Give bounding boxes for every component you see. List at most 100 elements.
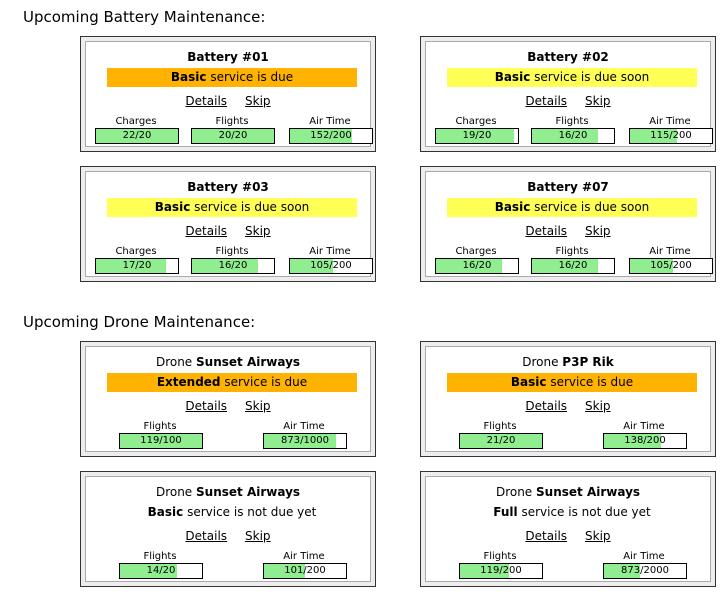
- progress-meter: 17/20: [95, 258, 179, 274]
- details-link[interactable]: Details: [185, 399, 228, 413]
- progress-meter: 873/2000: [603, 563, 687, 579]
- meter-label-air-time: Air Time: [283, 551, 325, 562]
- meter-fill: [604, 434, 661, 448]
- meter-label-charges: Charges: [115, 246, 157, 257]
- details-link[interactable]: Details: [185, 94, 228, 108]
- progress-meter: 16/20: [531, 128, 615, 144]
- meter-value: 873/1000: [281, 435, 329, 446]
- card-title: Battery #07: [426, 180, 710, 194]
- meter-label-flights: Flights: [555, 246, 589, 257]
- progress-meter: 119/200: [459, 563, 543, 579]
- title-prefix: Drone: [522, 355, 563, 369]
- progress-meter: 105/200: [629, 258, 713, 274]
- service-level: Basic: [494, 200, 531, 214]
- skip-link[interactable]: Skip: [245, 529, 271, 543]
- service-level: Extended: [156, 375, 221, 389]
- drone-name: Sunset Airways: [196, 485, 301, 499]
- status-text: service is not due yet: [183, 505, 317, 519]
- meter-value: 105/200: [310, 260, 352, 271]
- meter-fill: [264, 434, 336, 448]
- meter-value: 873/2000: [621, 565, 669, 576]
- meter-value: 16/20: [558, 130, 588, 141]
- details-link[interactable]: Details: [185, 224, 228, 238]
- meter-label-flights: Flights: [215, 116, 249, 127]
- progress-meter: 119/100: [119, 433, 203, 449]
- status-banner: Basic service is not due yet: [107, 503, 357, 522]
- card-links: Details Skip: [86, 94, 370, 108]
- meter-fill: [192, 259, 258, 273]
- status-banner: Basic service is due: [107, 68, 357, 87]
- battery-name: Battery #07: [527, 180, 609, 194]
- battery-name: Battery #01: [187, 50, 269, 64]
- skip-link[interactable]: Skip: [585, 529, 611, 543]
- meter-label-flights: Flights: [483, 551, 517, 562]
- progress-meter: 21/20: [459, 433, 543, 449]
- skip-link[interactable]: Skip: [245, 94, 271, 108]
- progress-meter: 22/20: [95, 128, 179, 144]
- progress-meter: 101/200: [263, 563, 347, 579]
- skip-link[interactable]: Skip: [245, 399, 271, 413]
- card-links: Details Skip: [86, 399, 370, 413]
- meter-label-flights: Flights: [215, 246, 249, 257]
- meter-label-air-time: Air Time: [309, 246, 351, 257]
- battery-name: Battery #02: [527, 50, 609, 64]
- title-prefix: Drone: [155, 355, 197, 369]
- status-text: service is due: [546, 375, 634, 389]
- meter-label-air-time: Air Time: [649, 116, 691, 127]
- skip-link[interactable]: Skip: [585, 94, 611, 108]
- card-title: Battery #02: [426, 50, 710, 64]
- details-link[interactable]: Details: [525, 224, 568, 238]
- details-link[interactable]: Details: [185, 529, 228, 543]
- card-links: Details Skip: [426, 224, 710, 238]
- progress-meter: 873/1000: [263, 433, 347, 449]
- meter-fill: [630, 129, 678, 143]
- drone-section-title: Upcoming Drone Maintenance:: [23, 313, 256, 331]
- meter-value: 119/100: [140, 435, 182, 446]
- status-text: service is due: [220, 375, 308, 389]
- meter-value: 20/20: [218, 130, 248, 141]
- meter-label-air-time: Air Time: [649, 246, 691, 257]
- card-links: Details Skip: [426, 529, 710, 543]
- card-title: Drone Sunset Airways: [426, 485, 710, 499]
- status-text: service is not due yet: [517, 505, 651, 519]
- card-title: Drone Sunset Airways: [86, 485, 370, 499]
- battery-section-title: Upcoming Battery Maintenance:: [23, 8, 266, 26]
- details-link[interactable]: Details: [525, 94, 568, 108]
- meter-fill: [192, 129, 274, 143]
- skip-link[interactable]: Skip: [245, 224, 271, 238]
- service-level: Basic: [494, 70, 531, 84]
- meter-value: 22/20: [122, 130, 152, 141]
- meter-label-air-time: Air Time: [623, 421, 665, 432]
- details-link[interactable]: Details: [525, 529, 568, 543]
- service-level: Basic: [147, 505, 184, 519]
- service-level: Basic: [170, 70, 207, 84]
- meter-fill: [460, 434, 542, 448]
- skip-link[interactable]: Skip: [585, 224, 611, 238]
- meter-label-air-time: Air Time: [283, 421, 325, 432]
- meter-fill: [604, 564, 640, 578]
- details-link[interactable]: Details: [525, 399, 568, 413]
- card-title: Battery #03: [86, 180, 370, 194]
- meter-label-charges: Charges: [115, 116, 157, 127]
- meter-value: 105/200: [650, 260, 692, 271]
- meter-label-flights: Flights: [483, 421, 517, 432]
- title-prefix: Drone: [495, 485, 537, 499]
- meter-fill: [630, 259, 674, 273]
- meter-value: 152/200: [310, 130, 352, 141]
- meter-value: 16/20: [218, 260, 248, 271]
- status-text: service is due: [206, 70, 294, 84]
- meter-value: 14/20: [146, 565, 176, 576]
- skip-link[interactable]: Skip: [585, 399, 611, 413]
- meter-value: 138/200: [624, 435, 666, 446]
- meter-label-flights: Flights: [555, 116, 589, 127]
- progress-meter: 105/200: [289, 258, 373, 274]
- meter-fill: [532, 129, 598, 143]
